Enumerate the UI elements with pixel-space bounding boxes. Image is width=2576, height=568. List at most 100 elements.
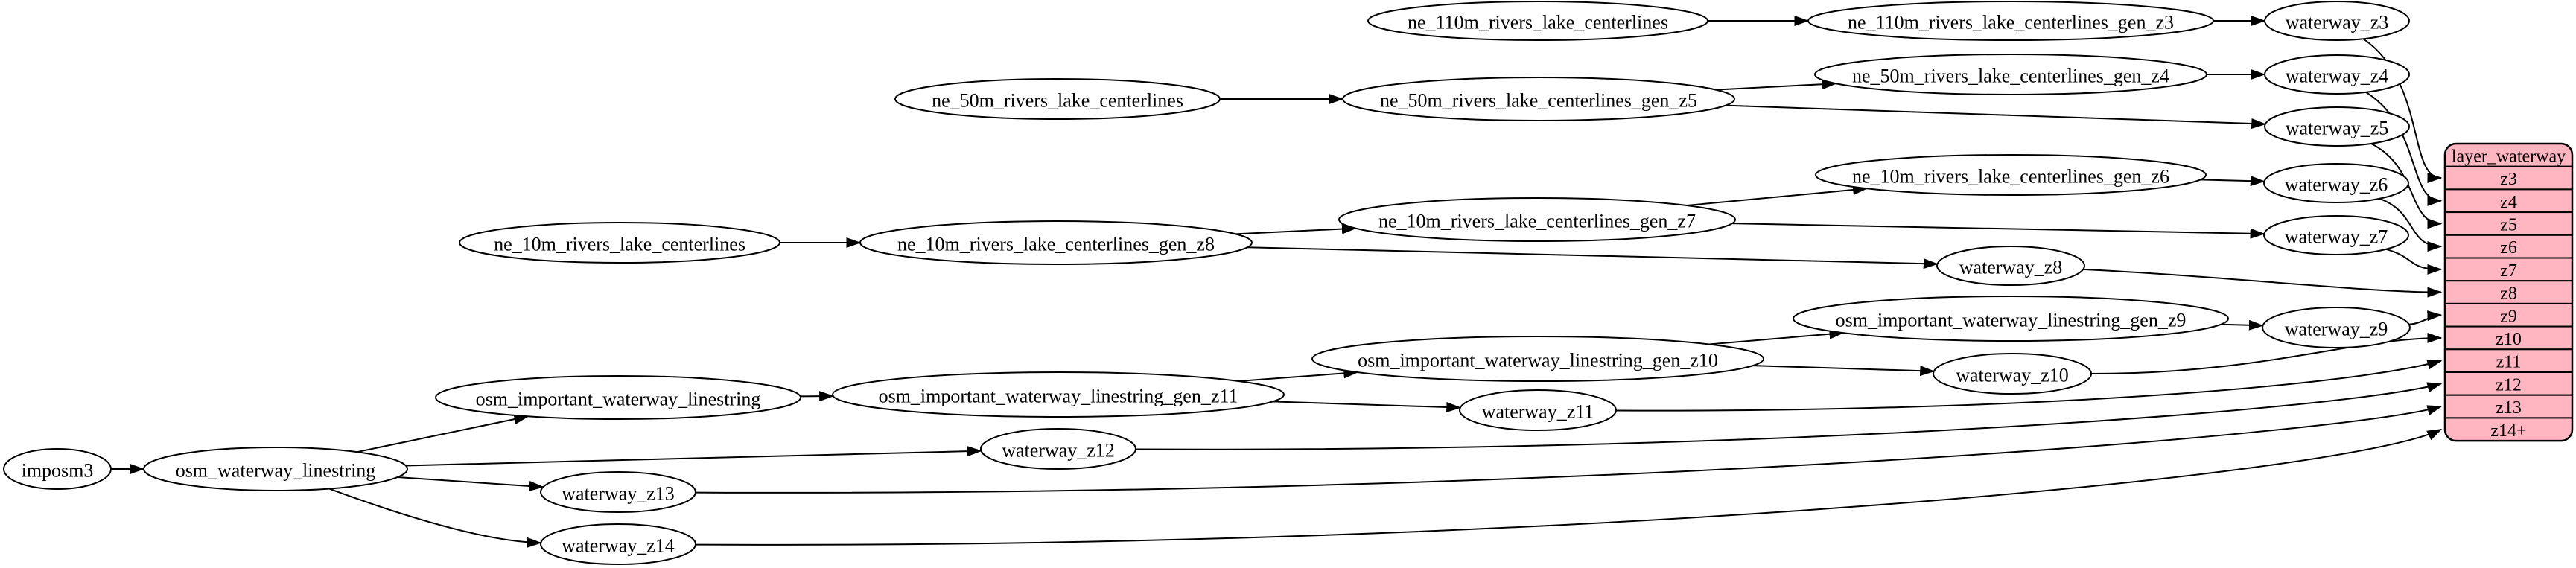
table-row-label: z5 <box>2500 215 2517 234</box>
node-osm-important-waterway-linestring-gen-z10: osm_important_waterway_linestring_gen_z1… <box>1311 336 1764 382</box>
node-ellipse <box>435 375 801 420</box>
edge-osm-important-waterway-linestring-gen-z11-to-waterway-z11 <box>1272 401 1462 412</box>
node-waterway-z7: waterway_z7 <box>2263 215 2409 255</box>
node-waterway-z5: waterway_z5 <box>2264 106 2410 147</box>
node-waterway-z9: waterway_z9 <box>2262 307 2411 348</box>
table-row-cell <box>2445 280 2572 304</box>
node-ellipse <box>1311 336 1764 382</box>
edge-osm-waterway-linestring-to-waterway-z14 <box>328 488 542 548</box>
node-ellipse <box>2263 163 2409 203</box>
edge-ne-50m-rivers-lake-centerlines-gen-z5-to-ne-50m-rivers-lake-centerlines-gen-z4 <box>1715 79 1837 91</box>
node-ellipse <box>3 448 112 490</box>
table-row-label: z13 <box>2496 398 2522 418</box>
node-ellipse <box>2264 106 2410 147</box>
edge-waterway-z11-to-layer-waterway-z11 <box>1615 359 2443 412</box>
node-ellipse <box>980 428 1136 470</box>
table-layer-waterway: layer_waterwayz3z4z5z6z7z8z9z10z11z12z13… <box>2443 142 2574 442</box>
node-label: waterway_z5 <box>2286 118 2389 139</box>
node-label: waterway_z14 <box>562 535 675 557</box>
table-row-label: z14+ <box>2490 421 2526 441</box>
edge-waterway-z13-to-layer-waterway-z13 <box>695 405 2443 494</box>
node-ne-50m-rivers-lake-centerlines-gen-z4: ne_50m_rivers_lake_centerlines_gen_z4 <box>1814 54 2207 95</box>
node-ellipse <box>2262 307 2411 348</box>
table-row-label: z8 <box>2500 284 2517 304</box>
node-waterway-z8: waterway_z8 <box>1936 246 2085 286</box>
table-row-label: z7 <box>2500 261 2517 281</box>
table-cells: layer_waterwayz3z4z5z6z7z8z9z10z11z12z13… <box>2445 144 2572 441</box>
node-label: osm_waterway_linestring <box>176 460 376 482</box>
edge-waterway-z14-to-layer-waterway-z14plus <box>695 428 2443 546</box>
node-waterway-z4: waterway_z4 <box>2264 54 2410 95</box>
edge-waterway-z9-to-layer-waterway-z9 <box>2408 310 2443 325</box>
edge-ne-10m-rivers-lake-centerlines-gen-z8-to-ne-10m-rivers-lake-centerlines-gen-z7 <box>1235 223 1357 235</box>
node-ellipse <box>540 471 696 513</box>
node-waterway-z11: waterway_z11 <box>1459 389 1617 431</box>
edge-waterway-z8-to-layer-waterway-z8 <box>2083 268 2443 298</box>
node-ellipse <box>2264 1 2410 41</box>
table-row-label: z12 <box>2496 375 2522 395</box>
node-ellipse <box>1807 1 2214 41</box>
node-label: ne_50m_rivers_lake_centerlines_gen_z4 <box>1852 66 2169 87</box>
edge-ne-10m-rivers-lake-centerlines-gen-z7-to-waterway-z7 <box>1731 223 2265 239</box>
table-row-label: z10 <box>2496 330 2522 349</box>
node-label: osm_important_waterway_linestring <box>476 389 761 410</box>
node-label: waterway_z12 <box>1002 440 1115 462</box>
edge-waterway-z10-to-layer-waterway-z10 <box>2090 332 2443 374</box>
edge-waterway-z7-to-layer-waterway-z7 <box>2385 248 2443 275</box>
node-label: ne_110m_rivers_lake_centerlines_gen_z3 <box>1848 12 2174 33</box>
node-ellipse <box>1793 296 2229 342</box>
node-label: osm_important_waterway_linestring_gen_z1… <box>879 386 1238 407</box>
table-row-label: z6 <box>2500 238 2517 258</box>
node-ne-10m-rivers-lake-centerlines: ne_10m_rivers_lake_centerlines <box>459 222 780 264</box>
node-ne-110m-rivers-lake-centerlines-gen-z3: ne_110m_rivers_lake_centerlines_gen_z3 <box>1807 1 2214 41</box>
node-ellipse <box>1936 246 2085 286</box>
node-label: osm_important_waterway_linestring_gen_z1… <box>1358 350 1718 371</box>
edge-waterway-z3-to-layer-waterway-z3 <box>2362 38 2443 183</box>
node-ne-10m-rivers-lake-centerlines-gen-z6: ne_10m_rivers_lake_centerlines_gen_z6 <box>1815 154 2207 196</box>
table-border <box>2443 142 2574 442</box>
node-ne-50m-rivers-lake-centerlines-gen-z5: ne_50m_rivers_lake_centerlines_gen_z5 <box>1342 77 1735 121</box>
node-ne-10m-rivers-lake-centerlines-gen-z8: ne_10m_rivers_lake_centerlines_gen_z8 <box>859 220 1253 265</box>
node-label: ne_110m_rivers_lake_centerlines <box>1408 12 1668 33</box>
node-imposm3: imposm3 <box>3 448 112 490</box>
node-label: ne_10m_rivers_lake_centerlines_gen_z7 <box>1378 211 1696 232</box>
node-label: ne_10m_rivers_lake_centerlines <box>494 234 745 255</box>
edge-osm-important-waterway-linestring-gen-z10-to-osm-important-waterway-linestring-gen-z9 <box>1708 328 1845 345</box>
edge-waterway-z5-to-layer-waterway-z5 <box>2370 143 2443 229</box>
node-label: waterway_z13 <box>562 483 675 505</box>
table-row-cell <box>2445 302 2572 328</box>
table-row-label: z3 <box>2500 170 2517 189</box>
node-ellipse <box>540 523 696 565</box>
edge-osm-important-waterway-linestring-gen-z11-to-osm-important-waterway-linestring-gen-z10 <box>1238 368 1359 382</box>
node-ellipse <box>2263 215 2409 255</box>
node-waterway-z6: waterway_z6 <box>2263 163 2409 203</box>
node-ellipse <box>143 447 408 491</box>
edge-waterway-z4-to-layer-waterway-z4 <box>2365 91 2443 206</box>
node-ellipse <box>1815 154 2207 196</box>
node-osm-important-waterway-linestring: osm_important_waterway_linestring <box>435 375 801 420</box>
table-row-label: z4 <box>2500 193 2517 212</box>
edge-osm-important-waterway-linestring-gen-z10-to-waterway-z10 <box>1752 365 1936 377</box>
table-row-cell <box>2445 417 2572 441</box>
node-label: waterway_z7 <box>2285 226 2388 248</box>
table-row-label: z11 <box>2496 353 2522 372</box>
edge-ne-10m-rivers-lake-centerlines-gen-z6-to-waterway-z6 <box>2200 176 2265 187</box>
node-label: waterway_z6 <box>2285 174 2388 196</box>
node-ellipse <box>1459 389 1617 431</box>
node-ellipse <box>1338 197 1736 242</box>
node-waterway-z12: waterway_z12 <box>980 428 1136 470</box>
node-ellipse <box>1814 54 2207 95</box>
edge-waterway-z12-to-layer-waterway-z12 <box>1135 382 2443 450</box>
table-title: layer_waterway <box>2452 147 2566 166</box>
node-label: osm_important_waterway_linestring_gen_z9 <box>1836 310 2187 331</box>
node-ellipse <box>459 222 780 264</box>
node-ellipse <box>894 78 1221 120</box>
node-waterway-z13: waterway_z13 <box>540 471 696 513</box>
node-label: waterway_z11 <box>1482 401 1594 423</box>
node-label: waterway_z10 <box>1956 365 2069 386</box>
node-label: ne_50m_rivers_lake_centerlines <box>932 90 1183 112</box>
node-waterway-z10: waterway_z10 <box>1933 353 2092 395</box>
node-ne-50m-rivers-lake-centerlines: ne_50m_rivers_lake_centerlines <box>894 78 1221 120</box>
edge-ne-10m-rivers-lake-centerlines-gen-z8-to-waterway-z8 <box>1247 246 1939 269</box>
node-ellipse <box>1933 353 2092 395</box>
